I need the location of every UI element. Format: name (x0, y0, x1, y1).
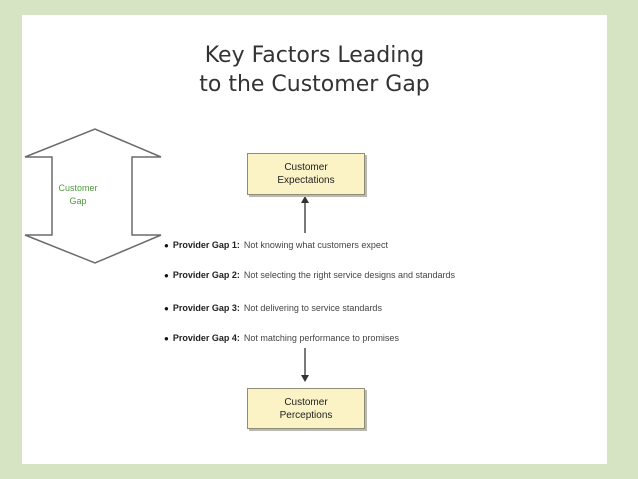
bullet-icon: ● (164, 304, 169, 313)
provider-gap-item: ●Provider Gap 1:Not knowing what custome… (164, 239, 388, 252)
provider-gap-name: Provider Gap 2: (172, 270, 240, 280)
slide-title-line-2: to the Customer Gap (199, 72, 430, 97)
customer-expectations-line-1: Customer (284, 162, 328, 173)
diagram-graphics (24, 128, 309, 382)
provider-gap-item: ●Provider Gap 4:Not matching performance… (164, 332, 399, 345)
customer-gap-label-line-1: Customer (58, 183, 98, 193)
customer-perceptions-line-2: Perceptions (279, 409, 333, 421)
customer-gap-label-line-2: Gap (69, 196, 87, 206)
customer-perceptions-line-1: Customer (284, 396, 328, 408)
arrow-down-head (301, 375, 309, 382)
customer-expectations-line-2: Expectations (277, 175, 335, 186)
bullet-icon: ● (164, 334, 169, 343)
provider-gap-item: ●Provider Gap 3:Not delivering to servic… (164, 302, 382, 315)
customer-perceptions-box: Customer Perceptions (247, 388, 365, 429)
provider-gap-desc: Not matching performance to promises (243, 333, 399, 343)
slide-title-line-1: Key Factors Leading (204, 43, 425, 68)
bullet-icon: ● (164, 241, 169, 250)
arrow-up-head (301, 196, 309, 203)
provider-gap-name: Provider Gap 1: (172, 240, 240, 250)
provider-gap-desc: Not selecting the right service designs … (243, 270, 455, 280)
bullet-icon: ● (164, 271, 169, 280)
provider-gap-name: Provider Gap 3: (172, 303, 240, 313)
customer-gap-double-arrow (24, 128, 162, 264)
provider-gap-desc: Not delivering to service standards (243, 303, 382, 313)
provider-gap-item: ●Provider Gap 2:Not selecting the right … (164, 269, 455, 282)
slide: Key Factors Leading to the Customer Gap … (22, 15, 607, 464)
provider-gap-name: Provider Gap 4: (172, 333, 240, 343)
customer-expectations-box: Customer Expectations (247, 153, 365, 195)
provider-gap-desc: Not knowing what customers expect (243, 240, 388, 250)
